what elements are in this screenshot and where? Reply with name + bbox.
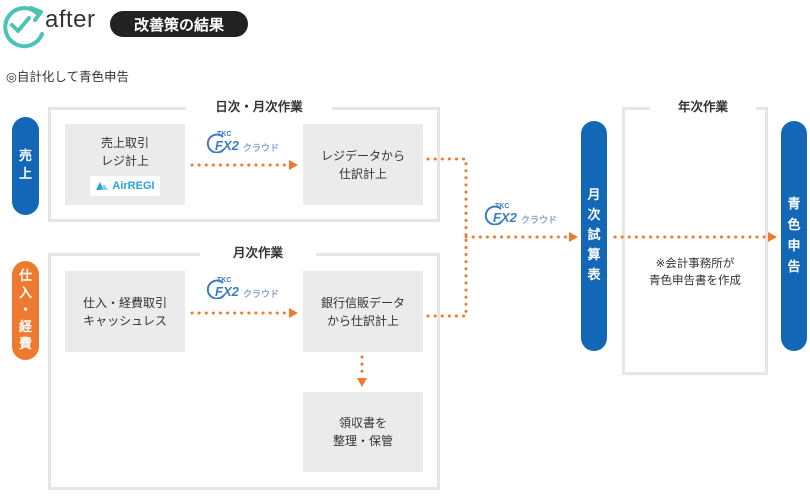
tkc-top-text: TKC [217,277,232,284]
yearly-note-line: 青色申告書を作成 [649,273,741,287]
monthly-label: 月次作業 [200,245,316,261]
arrow-sales-journal-to-trial [426,157,468,239]
sales-source-line: レジ計上 [100,153,149,168]
sales-target-box: レジデータから 仕訳計上 [303,124,423,205]
after-cycle-icon [3,6,44,49]
sales-side-char: 売 [18,149,32,164]
trial-balance-char: 表 [587,268,601,283]
tkc-fx2-logo-sales: TKC FX2 クラウド [205,131,285,157]
trial-balance-char: 次 [587,208,601,223]
tkc-suffix-text: クラウド [243,143,280,153]
sales-side-label: 売 上 [12,117,39,215]
purchase-side-char: 仕 [18,269,32,284]
receipt-storage-box: 領収書を 整理・保管 [303,392,423,472]
final-char: 色 [787,218,801,233]
after-label: after [45,6,96,33]
tkc-arc-icon [206,279,225,299]
tkc-fx2-logo-center: TKC FX2 クラウド [483,203,563,229]
arrowhead-trial [569,232,578,242]
trial-balance-char: 試 [587,228,601,243]
monthly-trial-balance: 月 次 試 算 表 [581,121,607,351]
purchase-source-line: 仕入・経費取引 [82,295,167,310]
tkc-main-text: FX2 [215,284,239,299]
purchase-side-char: 経 [18,320,32,335]
tkc-top-text: TKC [495,203,510,210]
final-char: 青 [787,197,801,212]
blue-return-filing: 青 色 申 告 [781,121,807,351]
airregi-logo: AirREGI [90,175,160,196]
bank-target-line: から仕訳計上 [326,313,399,328]
sales-source-line: 売上取引 [100,135,149,150]
tkc-top-text: TKC [217,131,232,138]
sales-side-char: 上 [18,167,32,182]
arrowhead-purchase [289,308,298,318]
sales-source-box: 売上取引 レジ計上 AirREGI [65,124,185,205]
purchase-source-box: 仕入・経費取引 キャッシュレス [65,271,185,352]
yearly-panel [622,107,768,375]
arrowhead-final [768,232,777,242]
tkc-main-text: FX2 [215,138,239,153]
purchase-side-char: ・ [18,303,32,318]
bank-target-line: 銀行信販データ [320,295,405,310]
subtitle: ◎自計化して青色申告 [6,69,130,84]
daily-monthly-label: 日次・月次作業 [186,99,332,115]
airregi-mark-icon [96,181,109,190]
yearly-label: 年次作業 [650,99,756,115]
purchase-side-char: 費 [18,337,32,352]
sales-target-line: 仕訳計上 [338,166,387,181]
purchase-source-line: キャッシュレス [83,313,167,328]
tkc-arc-icon [484,205,503,225]
receipt-storage-line: 整理・保管 [332,434,393,448]
arrow-bank-journal-to-trial [426,235,468,318]
sales-target-line: レジデータから [320,148,405,163]
tkc-suffix-text: クラウド [521,215,558,225]
final-char: 申 [787,239,801,254]
arrowhead-receipts [357,378,367,387]
final-char: 告 [787,260,801,275]
trial-balance-char: 算 [587,248,601,263]
tkc-suffix-text: クラウド [243,289,280,299]
tkc-arc-icon [206,133,225,153]
receipt-storage-line: 領収書を [338,416,387,430]
tkc-main-text: FX2 [493,210,517,225]
trial-balance-char: 月 [587,188,601,203]
tkc-fx2-logo-purchase: TKC FX2 クラウド [205,277,285,303]
page-title: 改善策の結果 [110,11,248,37]
purchase-side-label: 仕 入 ・ 経 費 [12,261,39,360]
airregi-text: AirREGI [112,179,155,192]
yearly-note-line: ※会計事務所が [655,256,735,270]
bank-target-box: 銀行信販データ から仕訳計上 [303,271,423,352]
yearly-note: ※会計事務所が 青色申告書を作成 [626,255,764,289]
arrowhead-sales [289,160,298,170]
purchase-side-char: 入 [18,286,32,301]
